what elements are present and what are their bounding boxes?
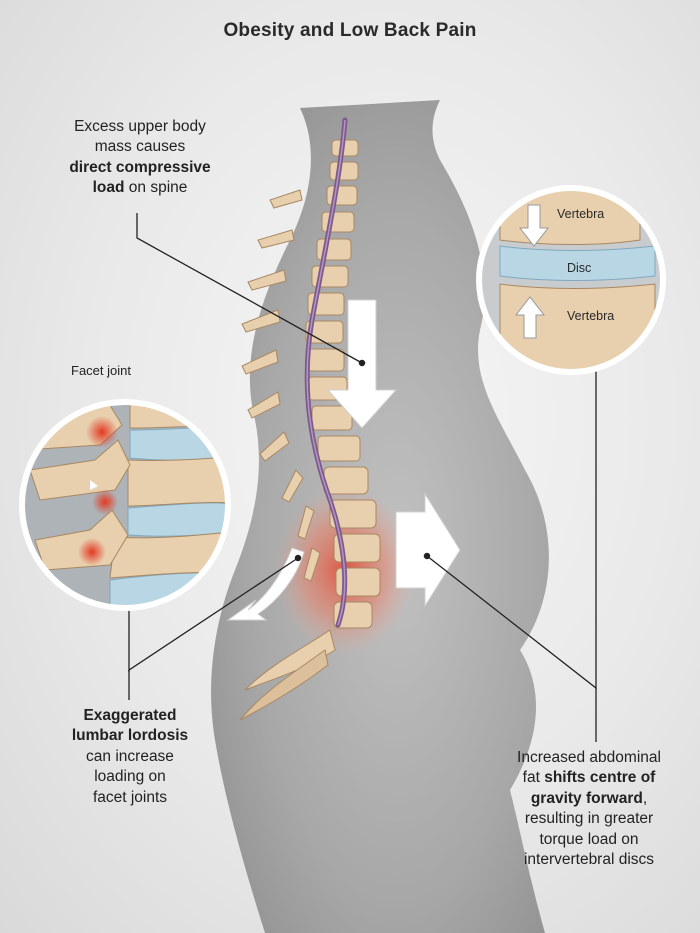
lordosis-line3: can increase	[86, 747, 174, 765]
inset-label-vertebra-top: Vertebra	[557, 207, 604, 221]
facet-joint-lower	[78, 538, 106, 566]
abdominal-line4: resulting in greater	[524, 810, 654, 828]
lordosis-line4: loading on	[94, 768, 166, 786]
abdominal-pre: fat	[522, 769, 545, 787]
disc-inset: Vertebra Disc Vertebra	[476, 185, 666, 375]
facet-joint-middle	[92, 489, 118, 515]
inset-label-disc: Disc	[567, 261, 591, 275]
lordosis-bold1: Exaggerated	[83, 707, 177, 724]
compressive-bold2: load	[92, 179, 125, 197]
abdominal-fat-label: Increased abdominal fat shifts centre of…	[486, 748, 692, 871]
diagram-title: Obesity and Low Back Pain	[223, 20, 477, 41]
abdominal-bold2: gravity forward	[530, 789, 643, 807]
compressive-tail: on spine	[124, 179, 188, 197]
compressive-line1: Excess upper body	[74, 118, 206, 135]
lower-vertebra	[499, 283, 656, 372]
disc	[499, 245, 656, 281]
compressive-load-label: Excess upper body mass causes direct com…	[40, 117, 240, 199]
abdominal-line1: Increased abdominal	[517, 749, 661, 766]
gravity-forward-arrow	[395, 492, 461, 608]
facet-joint-label: Facet joint	[71, 363, 131, 378]
facet-joint-inset	[19, 399, 231, 611]
abdominal-comma: ,	[642, 789, 648, 807]
lordosis-label: Exaggerated lumbar lordosis can increase…	[30, 706, 230, 808]
abdominal-line6: intervertebral discs	[523, 851, 655, 869]
compressive-bold: direct compressive	[69, 158, 211, 176]
abdominal-line5: torque load on	[539, 830, 639, 848]
abdominal-bold1: shifts centre of	[544, 769, 656, 787]
lordosis-line5: facet joints	[92, 788, 168, 806]
inset-label-vertebra-bottom: Vertebra	[567, 309, 614, 323]
lordosis-bold2: lumbar lordosis	[71, 727, 189, 745]
facet-joint-upper	[86, 416, 118, 448]
compressive-line2: mass causes	[94, 138, 186, 156]
